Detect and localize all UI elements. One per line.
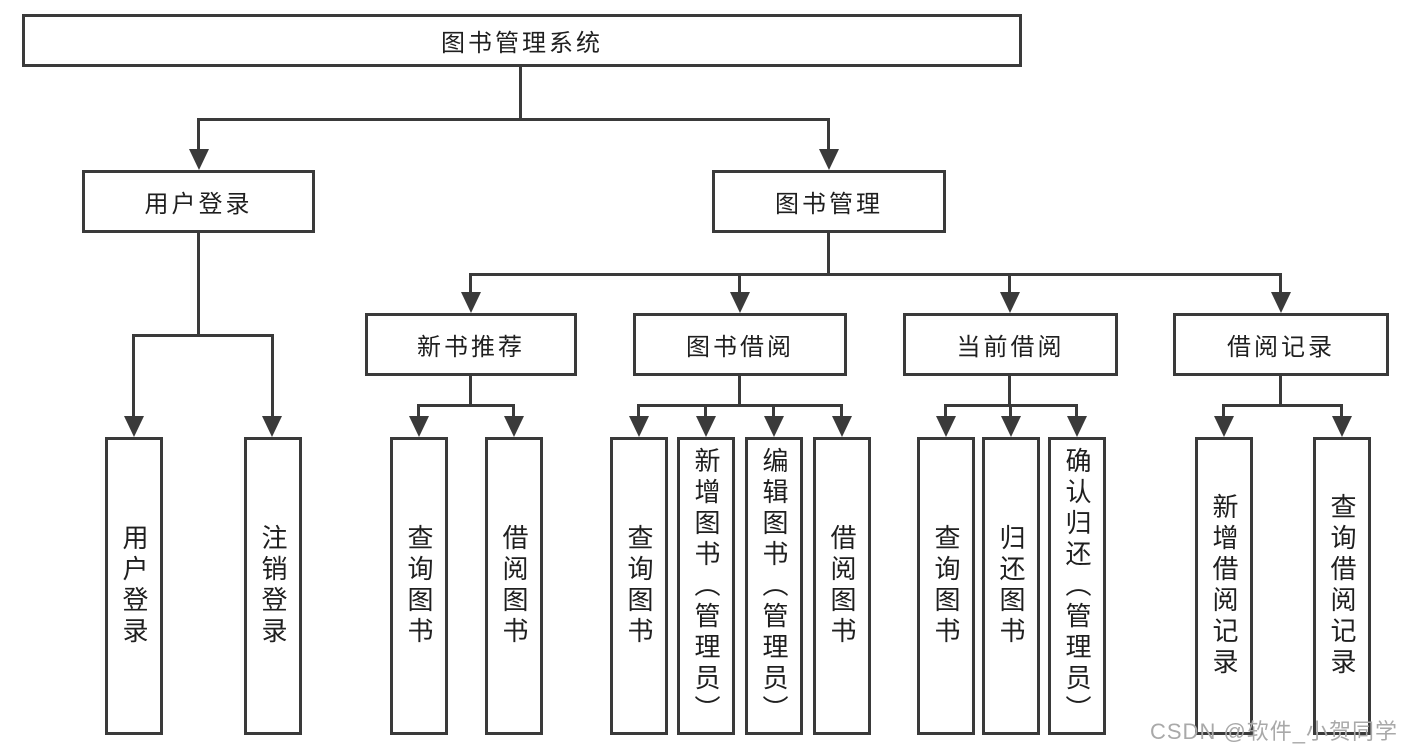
connector-bb-add-drop (704, 404, 707, 418)
node-current-borrow: 当前借阅 (903, 313, 1118, 376)
arrowhead-down-icon (696, 416, 716, 437)
arrowhead-down-icon (262, 416, 282, 437)
connector-book-management-drop (827, 118, 830, 152)
connector-br-add-drop (1222, 404, 1225, 418)
node-book-management: 图书管理 (712, 170, 946, 233)
arrowhead-down-icon (1214, 416, 1234, 437)
arrowhead-down-icon (819, 149, 839, 170)
connector-book-borrow-drop (738, 273, 741, 294)
connector-user-login-stem (197, 233, 200, 337)
leaf-br-add-record: 新增借阅记录 (1195, 437, 1253, 735)
connector-book-borrow-stem (738, 376, 741, 407)
connector-br-query-drop (1340, 404, 1343, 418)
arrowhead-down-icon (1000, 292, 1020, 313)
leaf-user-login: 用户登录 (105, 437, 163, 735)
leaf-cb-confirm-return-admin: 确认归还（管理员） (1048, 437, 1106, 735)
node-borrow-records: 借阅记录 (1173, 313, 1389, 376)
leaf-cb-query-book: 查询图书 (917, 437, 975, 735)
node-new-book-recommend: 新书推荐 (365, 313, 577, 376)
leaf-bb-query-book: 查询图书 (610, 437, 668, 735)
leaf-nb-borrow-book: 借阅图书 (485, 437, 543, 735)
arrowhead-down-icon (504, 416, 524, 437)
connector-level2-rail (469, 273, 1282, 276)
connector-bb-borrow-drop (840, 404, 843, 418)
arrowhead-down-icon (1271, 292, 1291, 313)
connector-book-management-stem (827, 233, 830, 276)
connector-current-borrow-stem (1008, 376, 1011, 407)
connector-root-stem (519, 67, 522, 121)
arrowhead-down-icon (629, 416, 649, 437)
connector-cb-query-drop (944, 404, 947, 418)
arrowhead-down-icon (409, 416, 429, 437)
connector-borrow-records-rail (1222, 404, 1343, 407)
connector-new-book-stem (469, 376, 472, 407)
connector-nb-query-drop (417, 404, 420, 418)
connector-leaf-login-drop (132, 334, 135, 418)
connector-level1-rail (197, 118, 830, 121)
connector-cb-return-drop (1009, 404, 1012, 418)
connector-bb-query-drop (637, 404, 640, 418)
leaf-nb-query-book: 查询图书 (390, 437, 448, 735)
connector-nb-borrow-drop (512, 404, 515, 418)
arrowhead-down-icon (461, 292, 481, 313)
connector-new-book-drop (469, 273, 472, 294)
leaf-logout: 注销登录 (244, 437, 302, 735)
connector-book-borrow-rail (637, 404, 843, 407)
leaf-bb-add-book-admin: 新增图书（管理员） (677, 437, 735, 735)
node-library-management-system: 图书管理系统 (22, 14, 1022, 67)
leaf-bb-borrow-book: 借阅图书 (813, 437, 871, 735)
connector-borrow-records-stem (1279, 376, 1282, 407)
connector-new-book-rail (417, 404, 515, 407)
csdn-watermark: CSDN @软件_小贺同学 (1150, 719, 1399, 744)
node-user-login: 用户登录 (82, 170, 315, 233)
connector-bb-edit-drop (772, 404, 775, 418)
arrowhead-down-icon (764, 416, 784, 437)
connector-user-login-rail (132, 334, 274, 337)
connector-current-borrow-drop (1008, 273, 1011, 294)
connector-cb-confirm-drop (1075, 404, 1078, 418)
leaf-br-query-record: 查询借阅记录 (1313, 437, 1371, 735)
connector-borrow-records-drop (1279, 273, 1282, 294)
arrowhead-down-icon (936, 416, 956, 437)
connector-leaf-logout-drop (271, 334, 274, 418)
leaf-bb-edit-book-admin: 编辑图书（管理员） (745, 437, 803, 735)
leaf-cb-return-book: 归还图书 (982, 437, 1040, 735)
arrowhead-down-icon (1001, 416, 1021, 437)
arrowhead-down-icon (1067, 416, 1087, 437)
arrowhead-down-icon (189, 149, 209, 170)
arrowhead-down-icon (832, 416, 852, 437)
node-book-borrow: 图书借阅 (633, 313, 847, 376)
arrowhead-down-icon (1332, 416, 1352, 437)
connector-user-login-drop (197, 118, 200, 152)
arrowhead-down-icon (124, 416, 144, 437)
arrowhead-down-icon (730, 292, 750, 313)
